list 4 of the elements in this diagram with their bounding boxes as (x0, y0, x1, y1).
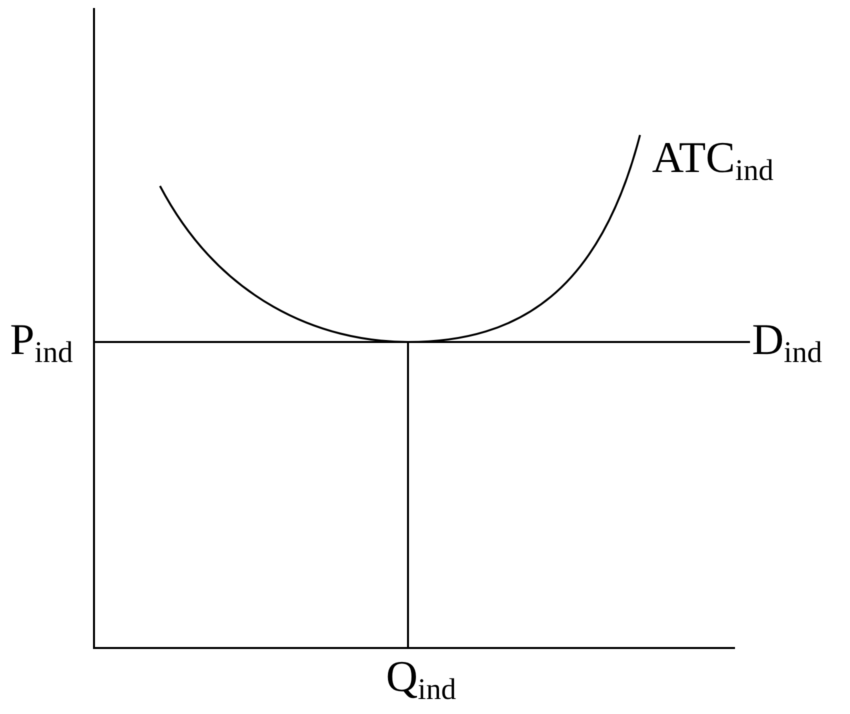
axis-label: P$_{ind}$ (10, 318, 73, 362)
curve-label: D$_{ind}$ (752, 318, 822, 362)
curve-label: ATC$_{ind}$ (652, 136, 774, 180)
axis-label: Q$_{ind}$ (386, 655, 456, 699)
